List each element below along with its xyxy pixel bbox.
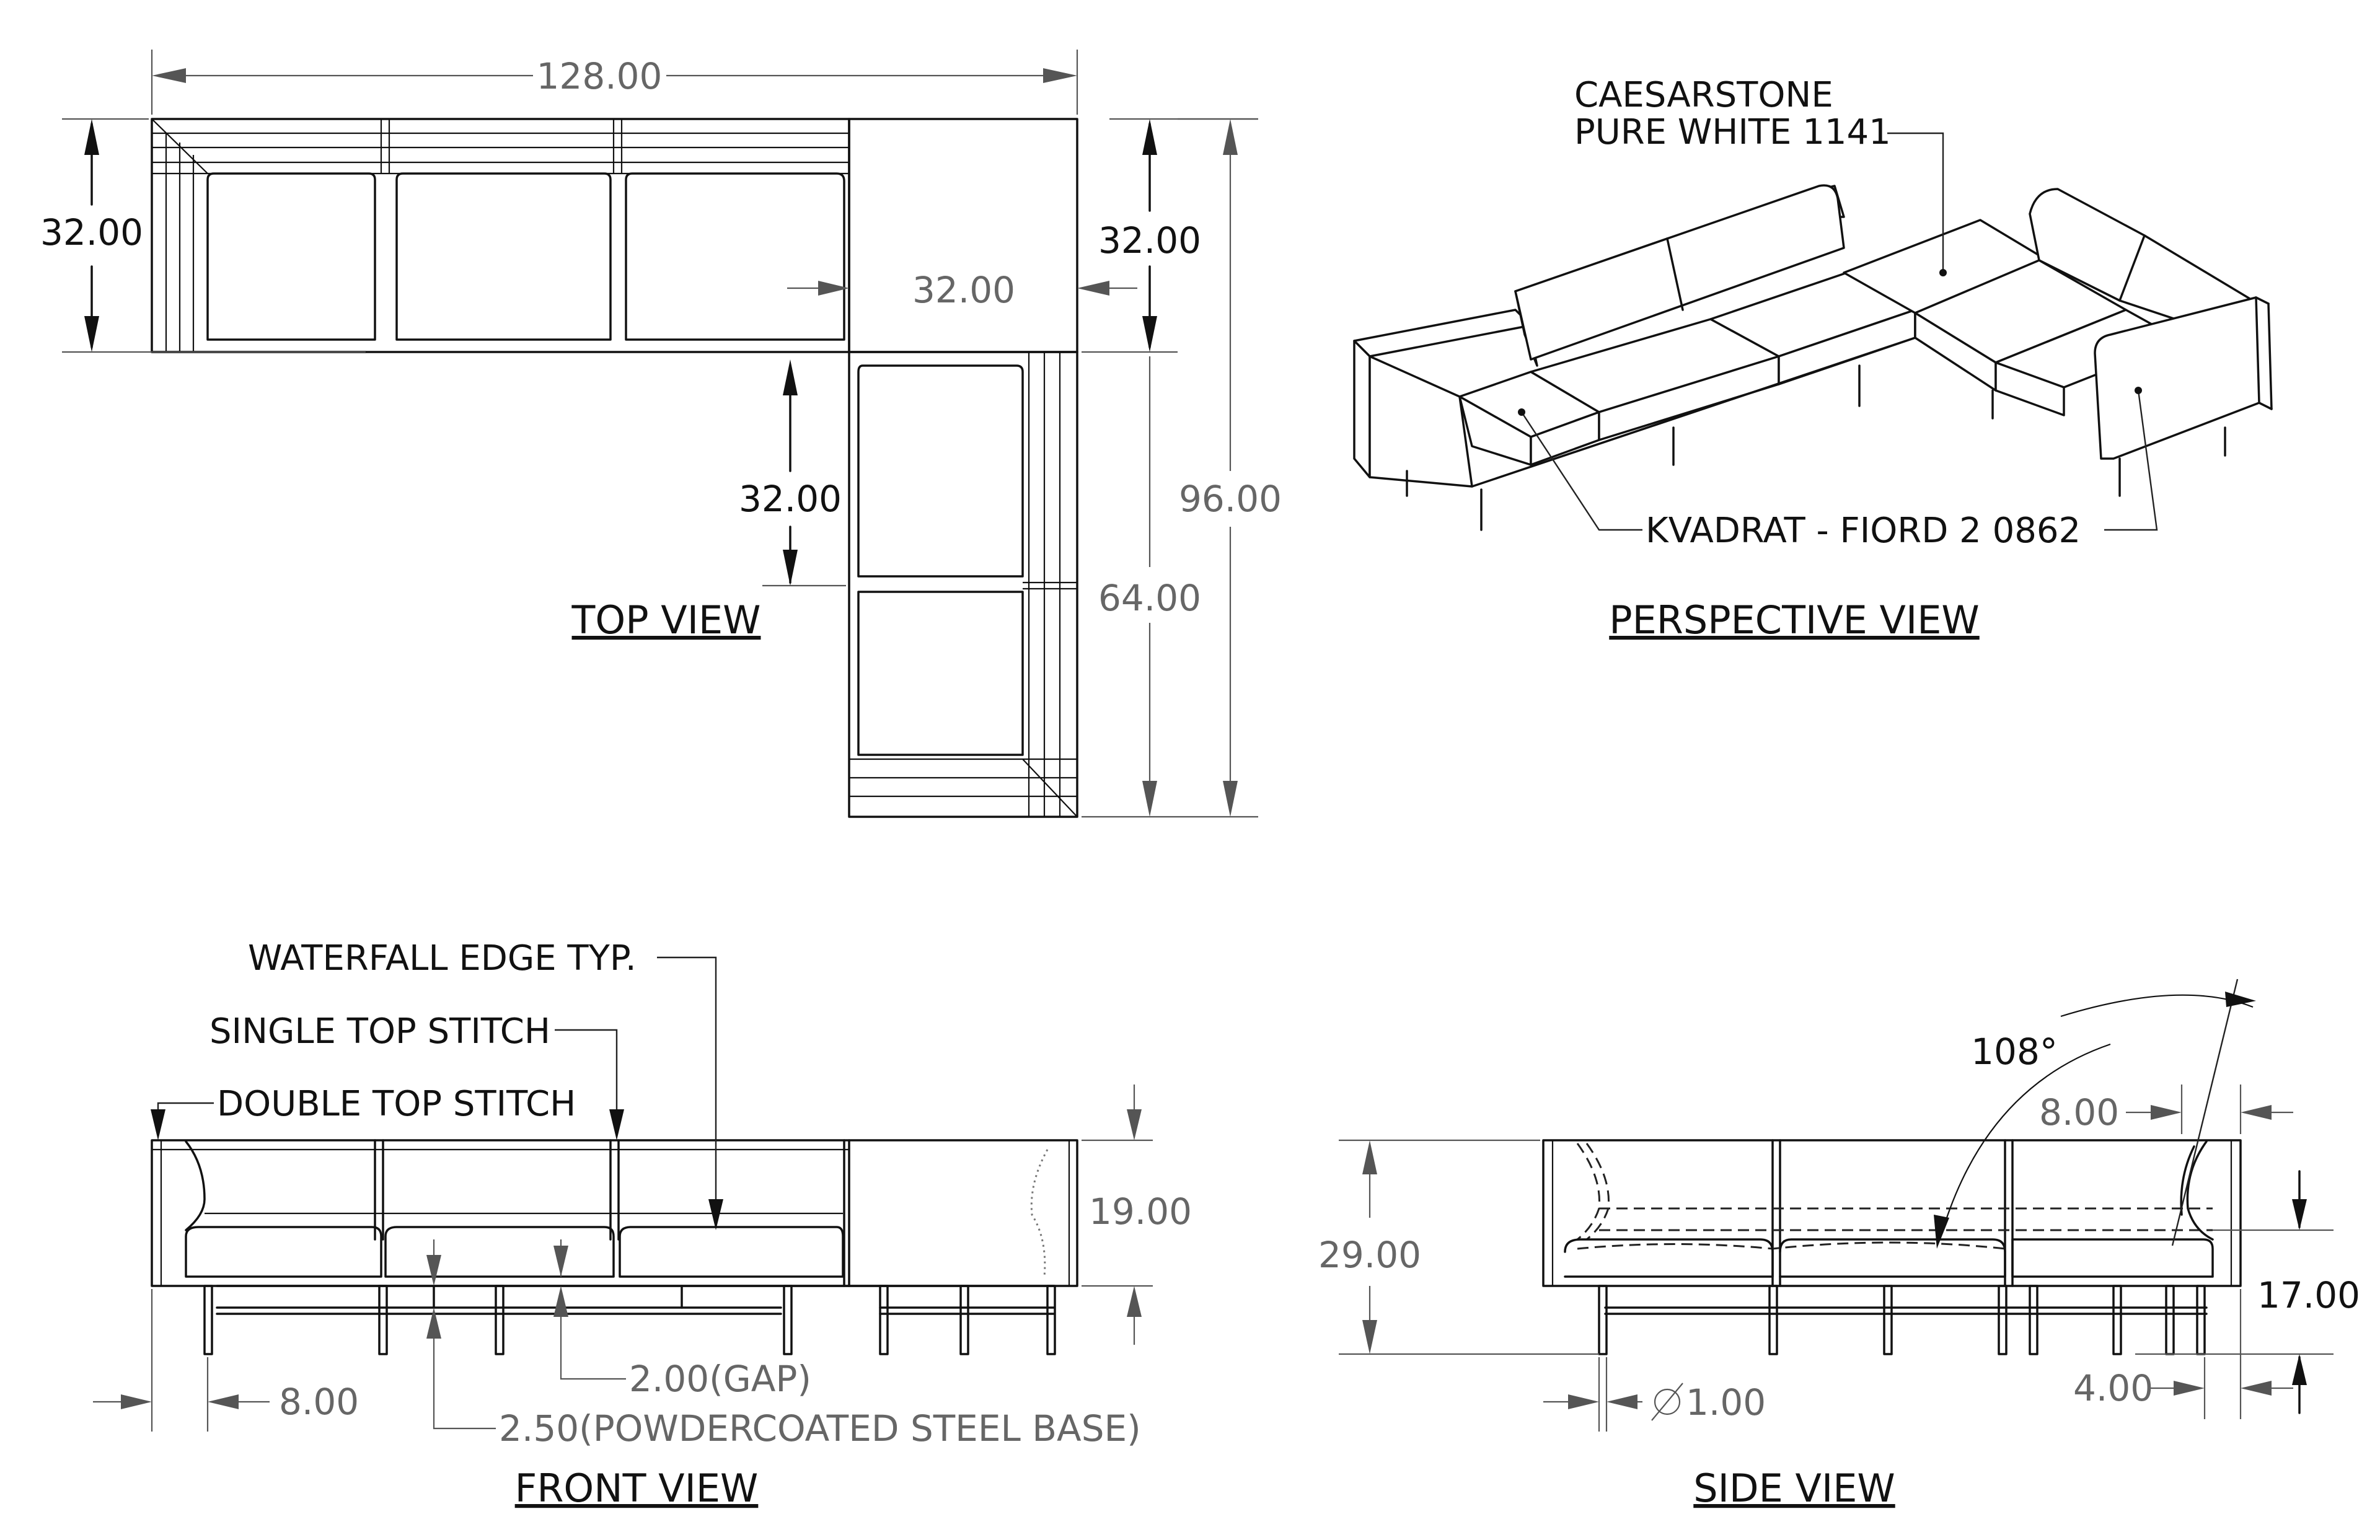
dim-gap: 2.00(GAP): [629, 1358, 811, 1400]
title-side-view: SIDE VIEW: [1693, 1466, 1895, 1511]
front-seat-1: [185, 1226, 382, 1278]
title-perspective-view: PERSPECTIVE VIEW: [1609, 597, 1979, 643]
dim-leg-offset: 4.00: [2073, 1367, 2153, 1409]
front-seat-3: [619, 1226, 844, 1278]
note-fabric: KVADRAT - FIORD 2 0862: [1646, 511, 2081, 551]
front-seat-2: [384, 1226, 615, 1278]
top-corner-table: [848, 118, 1078, 353]
dim-seat-height: 17.00: [2257, 1274, 2360, 1316]
title-top-view: TOP VIEW: [571, 597, 761, 643]
dim-arm-width: 8.00: [2039, 1091, 2119, 1133]
note-waterfall-edge: WATERFALL EDGE TYP.: [248, 938, 637, 979]
note-single-stitch: SINGLE TOP STITCH: [209, 1011, 550, 1052]
note-top-material-2: PURE WHITE 1141: [1574, 112, 1891, 152]
top-view: 128.00 32.00 32.00 32.00 32.00: [40, 50, 1282, 818]
dim-angle: 108°: [1971, 1031, 2058, 1073]
top-chaise-cushion-2: [857, 591, 1024, 756]
dim-inner-depth: 32.00: [739, 478, 842, 520]
dim-base: 2.50(POWDERCOATED STEEL BASE): [499, 1407, 1141, 1450]
dim-back-height: 19.00: [1089, 1190, 1192, 1233]
dim-corner-width: 32.00: [912, 269, 1015, 311]
dim-leg-diameter: 1.00: [1686, 1381, 1766, 1423]
top-body-back: [151, 118, 850, 353]
top-cushion-3: [625, 172, 845, 341]
perspective-view: CAESARSTONE PURE WHITE 1141 KVADRAT - FI…: [1353, 75, 2273, 643]
dim-depth-left: 32.00: [40, 211, 143, 253]
dim-chaise-length: 64.00: [1098, 577, 1201, 619]
front-view: WATERFALL EDGE TYP. SINGLE TOP STITCH DO…: [93, 938, 1192, 1511]
note-top-material-1: CAESARSTONE: [1574, 75, 1833, 115]
top-cushion-2: [395, 172, 612, 341]
dim-depth-right: 32.00: [1098, 219, 1201, 262]
dim-overall-height: 29.00: [1318, 1234, 1421, 1276]
dim-overall-width: 128.00: [537, 55, 663, 97]
dim-leg-inset: 8.00: [279, 1381, 359, 1423]
dim-overall-depth: 96.00: [1179, 478, 1282, 520]
side-body: [1542, 1139, 2242, 1287]
top-chaise-cushion-1: [857, 364, 1024, 578]
title-front-view: FRONT VIEW: [515, 1466, 759, 1511]
note-double-stitch: DOUBLE TOP STITCH: [217, 1084, 576, 1124]
top-cushion-1: [206, 172, 376, 341]
side-view: 108° 8.00 29.00 17.00 1.00: [1318, 979, 2360, 1511]
persp-chaise-arm: [2094, 296, 2260, 460]
top-chaise-body: [848, 351, 1078, 818]
persp-back-top: [1514, 184, 1845, 361]
side-seat-near: [2011, 1238, 2214, 1278]
